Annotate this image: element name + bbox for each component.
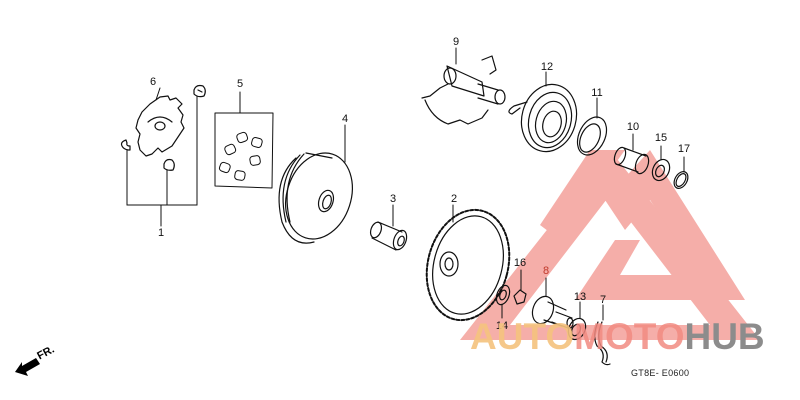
part-2-gear-icon: [425, 204, 511, 322]
part-15-washer-icon: [651, 145, 671, 182]
part-6-ramp-plate-icon: [135, 95, 185, 157]
part-1-leader-bracket: [126, 87, 198, 227]
callout-7: 7: [599, 294, 607, 306]
part-9-spindle-icon: [421, 47, 506, 125]
part-5-roller-set-icon: [214, 91, 274, 189]
watermark-logo-icon: [460, 150, 760, 340]
callout-6: 6: [149, 76, 157, 88]
part-8-pinion-icon: [531, 277, 574, 329]
callout-3: 3: [389, 193, 397, 205]
part-7-spring-clip-icon: [594, 304, 611, 366]
callout-2: 2: [450, 193, 458, 205]
part-4-pulley-face-icon: [278, 124, 353, 244]
callout-5: 5: [236, 78, 244, 90]
callout-13: 13: [573, 291, 587, 303]
callout-9: 9: [452, 36, 460, 48]
part-14-washer-icon: [495, 284, 511, 319]
callout-4: 4: [341, 113, 349, 125]
front-direction-arrow-icon: [15, 358, 40, 376]
watermark-word-hub: HUB: [684, 316, 765, 357]
callout-11: 11: [591, 87, 603, 99]
part-1-clip-top-icon: [193, 84, 206, 98]
part-12-return-spring-icon: [508, 71, 578, 153]
part-17-circlip-icon: [673, 156, 689, 189]
part-13-washer-icon: [567, 301, 587, 341]
part-1-clip-left-icon: [120, 139, 131, 151]
watermark-text: AUTOMOTOHUB: [470, 318, 765, 355]
part-10-bushing-icon: [613, 133, 650, 175]
callout-17: 17: [677, 143, 691, 155]
callout-10: 10: [626, 121, 640, 133]
part-1-clip-bottom-icon: [163, 158, 175, 171]
callout-8: 8: [542, 265, 550, 277]
part-3-collar-icon: [369, 204, 408, 251]
watermark-word-auto: AUTO: [470, 316, 575, 357]
callout-16: 16: [513, 257, 527, 269]
part-11-washer-icon: [576, 97, 608, 156]
callout-12: 12: [540, 61, 554, 73]
part-16-collar-icon: [513, 269, 527, 305]
diagram-code: GT8E- E0600: [631, 368, 690, 378]
callout-15: 15: [654, 132, 668, 144]
callout-14: 14: [495, 320, 509, 332]
watermark-word-moto: MOTO: [574, 316, 685, 357]
callout-1: 1: [157, 227, 165, 239]
